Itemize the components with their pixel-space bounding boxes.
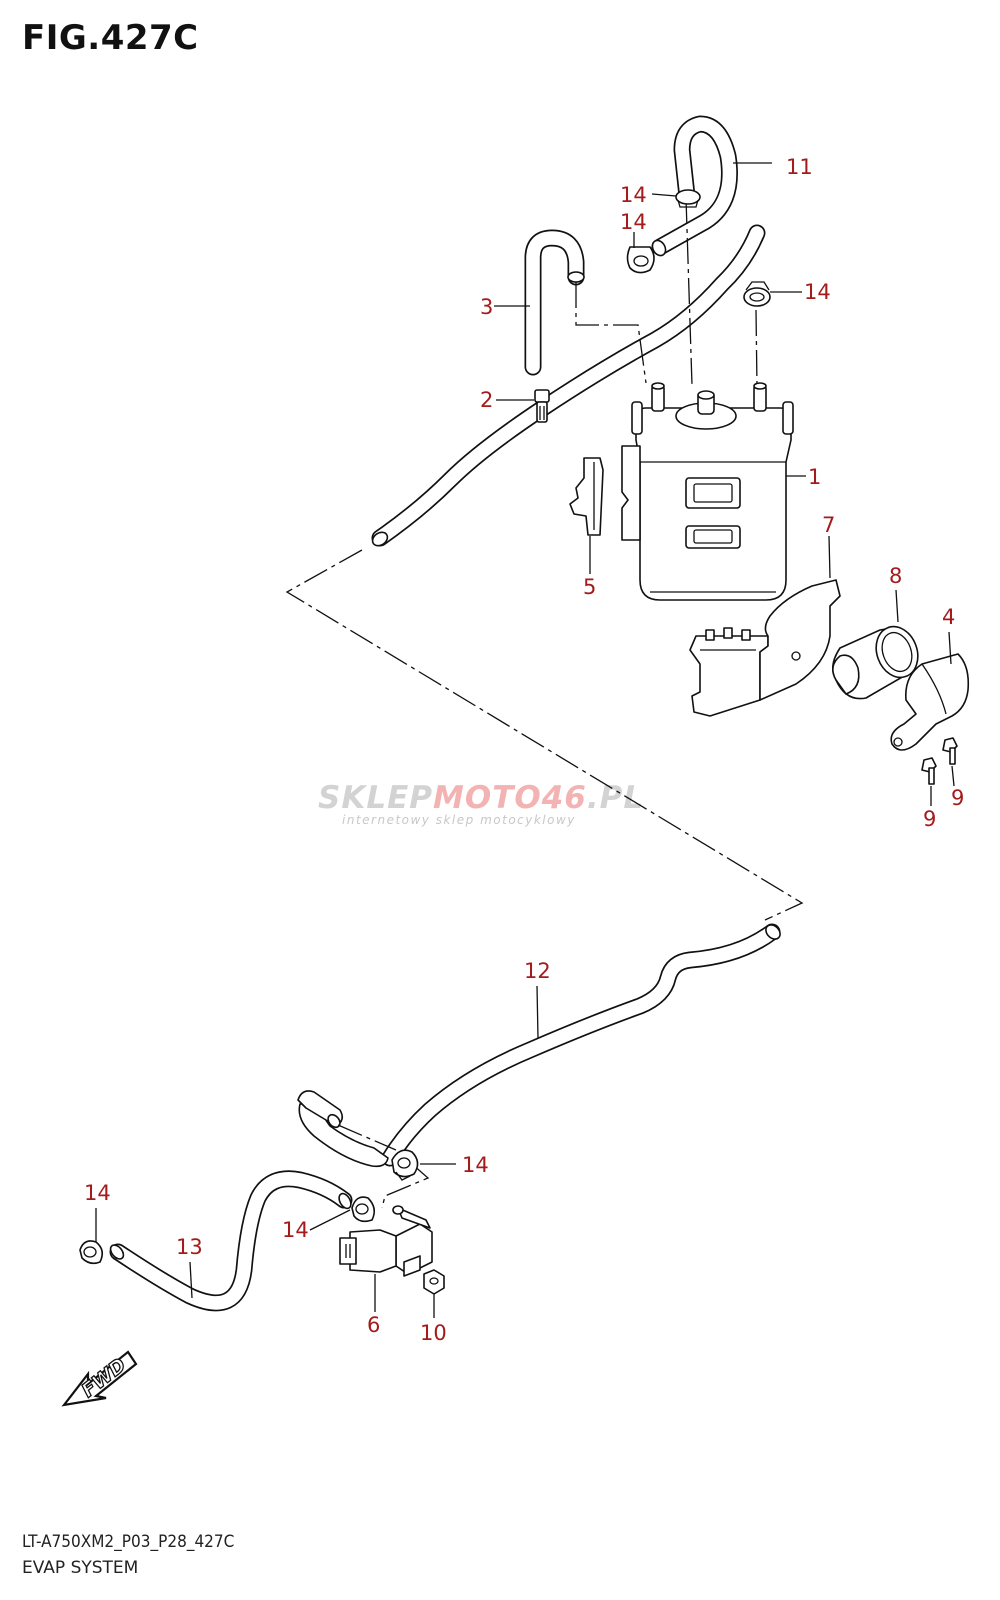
callout-10: 10	[420, 1321, 447, 1345]
rubber-cushion-8	[832, 625, 919, 700]
callout-12: 12	[524, 959, 551, 983]
callout-14f: 14	[84, 1181, 111, 1205]
u-hose-3	[524, 229, 585, 376]
callout-14a: 14	[620, 183, 647, 207]
leader-14a	[651, 193, 677, 197]
leader-7	[828, 535, 831, 579]
mounting-bracket-7	[689, 579, 841, 717]
guide-line-14d	[381, 1163, 430, 1209]
hose-clamp-14d	[391, 1149, 419, 1181]
hose-clamp-14c	[743, 281, 771, 307]
bent-hose-11	[651, 115, 738, 257]
leader-14e	[309, 1209, 351, 1231]
canister-1	[621, 382, 794, 601]
purge-solenoid-valve-6	[339, 1205, 433, 1277]
callout-14d: 14	[462, 1153, 489, 1177]
section-title: EVAP SYSTEM	[22, 1558, 139, 1578]
callout-2: 2	[480, 388, 493, 412]
callout-14c: 14	[804, 280, 831, 304]
callout-13: 13	[176, 1235, 203, 1259]
hose-clamp-14b	[626, 246, 655, 274]
hose-clamp-14a	[675, 189, 701, 208]
leader-4	[948, 631, 952, 665]
bolt-9a	[921, 757, 937, 785]
callout-5: 5	[583, 575, 596, 599]
canister-breather-hose	[371, 224, 766, 547]
long-purge-hose-12	[381, 923, 781, 1167]
canister-clip-5	[569, 457, 604, 536]
nut-10	[423, 1269, 445, 1295]
forward-arrow-icon: FWD	[61, 1350, 138, 1407]
leader-13	[189, 1261, 193, 1299]
short-hose-13	[109, 1170, 353, 1312]
hose-connector-2	[534, 389, 550, 423]
connection-line-main	[285, 549, 804, 921]
bolt-9b	[942, 737, 958, 765]
callout-11: 11	[786, 155, 813, 179]
leader-8	[895, 589, 899, 623]
callout-9a: 9	[923, 807, 936, 831]
callout-8: 8	[889, 564, 902, 588]
callout-3: 3	[480, 295, 493, 319]
watermark-logo: SKLEPMOTO46.PL	[318, 780, 645, 816]
callout-4: 4	[942, 605, 955, 629]
callout-14e: 14	[282, 1218, 309, 1242]
callout-14b: 14	[620, 210, 647, 234]
callout-9b: 9	[951, 786, 964, 810]
watermark-tagline: internetowy sklep motocyklowy	[342, 813, 576, 827]
callout-6: 6	[367, 1313, 380, 1337]
leader-12	[536, 985, 539, 1039]
hose-12-end-loop	[297, 1090, 389, 1168]
guide-line-14c	[755, 309, 758, 388]
guide-line-11	[685, 197, 693, 386]
leader-9b	[951, 765, 955, 787]
hose-clamp-14f	[79, 1240, 104, 1265]
hose-clamp-14e	[351, 1196, 376, 1223]
figure-title: FIG.427C	[22, 18, 199, 58]
guide-line-12-end	[337, 1124, 397, 1151]
guide-line-3	[575, 282, 647, 384]
bracket-clamp-4	[890, 653, 970, 751]
callout-1: 1	[808, 465, 821, 489]
model-code: LT-A750XM2_P03_P28_427C	[22, 1532, 235, 1552]
callout-7: 7	[822, 513, 835, 537]
